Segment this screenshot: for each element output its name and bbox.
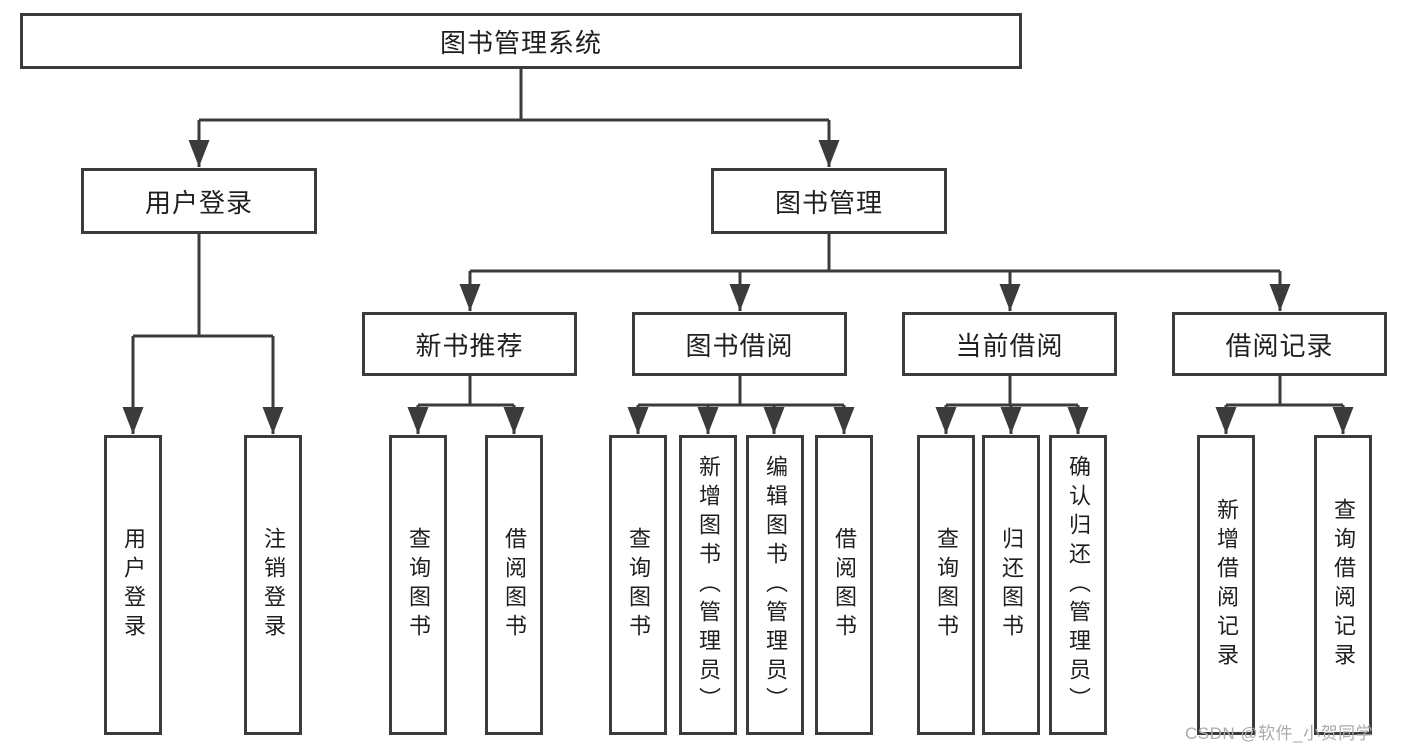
node-label: 编辑图书（管理员） (763, 454, 788, 716)
leaf-add-books-admin: 新增图书（管理员） (679, 435, 737, 735)
node-label: 查询借阅记录 (1331, 498, 1356, 672)
leaf-query-borrow-record: 查询借阅记录 (1314, 435, 1372, 735)
leaf-query-books-1: 查询图书 (389, 435, 447, 735)
node-borrow-records: 借阅记录 (1172, 312, 1387, 376)
node-label: 注销登录 (261, 527, 286, 643)
node-label: 用户登录 (144, 187, 253, 218)
leaf-user-login: 用户登录 (104, 435, 162, 735)
node-label: 新书推荐 (415, 330, 524, 361)
node-label: 查询图书 (934, 527, 959, 643)
node-label: 新增图书（管理员） (696, 454, 721, 716)
node-label: 图书管理 (774, 187, 883, 218)
node-label: 用户登录 (121, 527, 146, 643)
node-label: 借阅图书 (832, 527, 857, 643)
node-label: 查询图书 (626, 527, 651, 643)
node-label: 确认归还（管理员） (1066, 454, 1091, 716)
node-book-management: 图书管理 (711, 168, 947, 234)
node-user-login: 用户登录 (81, 168, 317, 234)
leaf-edit-books-admin: 编辑图书（管理员） (746, 435, 804, 735)
node-label: 借阅记录 (1225, 330, 1334, 361)
leaf-query-books-2: 查询图书 (609, 435, 667, 735)
leaf-logout: 注销登录 (244, 435, 302, 735)
leaf-confirm-return-admin: 确认归还（管理员） (1049, 435, 1107, 735)
node-label: 借阅图书 (502, 527, 527, 643)
node-label: 查询图书 (406, 527, 431, 643)
csdn-watermark: CSDN @软件_小贺同学 (1185, 724, 1374, 743)
node-book-borrow: 图书借阅 (632, 312, 847, 376)
node-label: 当前借阅 (955, 330, 1064, 361)
node-label: 归还图书 (999, 527, 1024, 643)
node-system-root: 图书管理系统 (20, 13, 1022, 69)
leaf-borrow-books-1: 借阅图书 (485, 435, 543, 735)
node-current-borrow: 当前借阅 (902, 312, 1117, 376)
leaf-borrow-books-2: 借阅图书 (815, 435, 873, 735)
leaf-query-books-3: 查询图书 (917, 435, 975, 735)
leaf-add-borrow-record: 新增借阅记录 (1197, 435, 1255, 735)
leaf-return-books: 归还图书 (982, 435, 1040, 735)
node-new-book-recommend: 新书推荐 (362, 312, 577, 376)
node-label: 图书管理系统 (439, 27, 602, 58)
node-label: 新增借阅记录 (1214, 498, 1239, 672)
node-label: 图书借阅 (685, 330, 794, 361)
